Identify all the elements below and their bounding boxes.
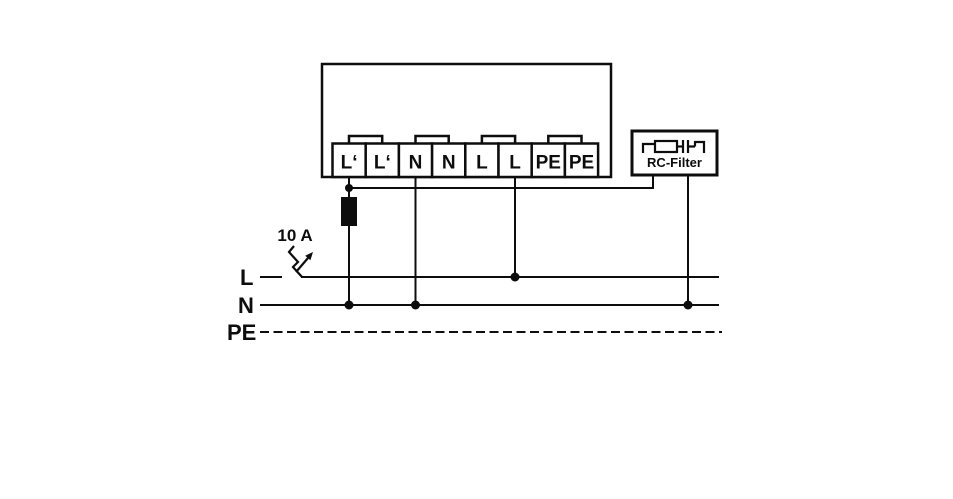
terminal-label-pe-2: PE	[569, 153, 594, 174]
junction-dot-rc-n	[683, 300, 693, 310]
terminal-lprime-1	[331, 142, 367, 179]
terminal-label-l-1: L	[476, 153, 488, 174]
circuit-breaker: 10 A	[277, 226, 313, 278]
terminal-pe-1	[530, 142, 567, 179]
bus-label-pe: PE	[227, 320, 256, 345]
junction-dot-l	[510, 272, 520, 282]
terminal-label-lprime-2: L‘	[374, 153, 391, 174]
terminal-block: L‘ L‘ N N L L PE PE	[331, 142, 600, 179]
rc-filter-box: RC-Filter	[630, 129, 719, 177]
terminal-label-n-2: N	[442, 153, 456, 174]
terminal-label-n-1: N	[409, 153, 423, 174]
breaker-rating-label: 10 A	[277, 226, 312, 245]
rc-left-lead	[641, 142, 655, 153]
junction-dot-n	[411, 300, 420, 310]
terminal-pe-2	[563, 142, 600, 179]
rc-filter-label: RC-Filter	[647, 155, 702, 170]
lprime-to-rcfilter-wire	[349, 175, 654, 189]
breaker-blade-icon	[287, 245, 303, 278]
device-box: L‘ L‘ N N L L PE PE	[320, 62, 613, 179]
wiring	[341, 175, 693, 310]
bus-label-l: L	[240, 265, 253, 290]
junction-dot-load-n	[344, 300, 354, 310]
terminal-label-l-2: L	[509, 153, 521, 174]
breaker-arrow-head	[305, 252, 313, 261]
load-icon	[341, 197, 357, 226]
terminal-l-1	[464, 142, 500, 179]
terminal-label-lprime-1: L‘	[341, 153, 358, 174]
junction-dot-lprime-branch	[345, 184, 353, 192]
terminal-n-2	[430, 142, 467, 179]
rc-right-lead	[688, 140, 706, 153]
terminal-label-pe-1: PE	[536, 153, 561, 174]
supply-buses: L N PE	[227, 265, 722, 345]
bus-label-n: N	[238, 293, 254, 318]
rc-filter-symbol	[641, 139, 706, 154]
breaker-arrow-shaft	[295, 257, 309, 273]
